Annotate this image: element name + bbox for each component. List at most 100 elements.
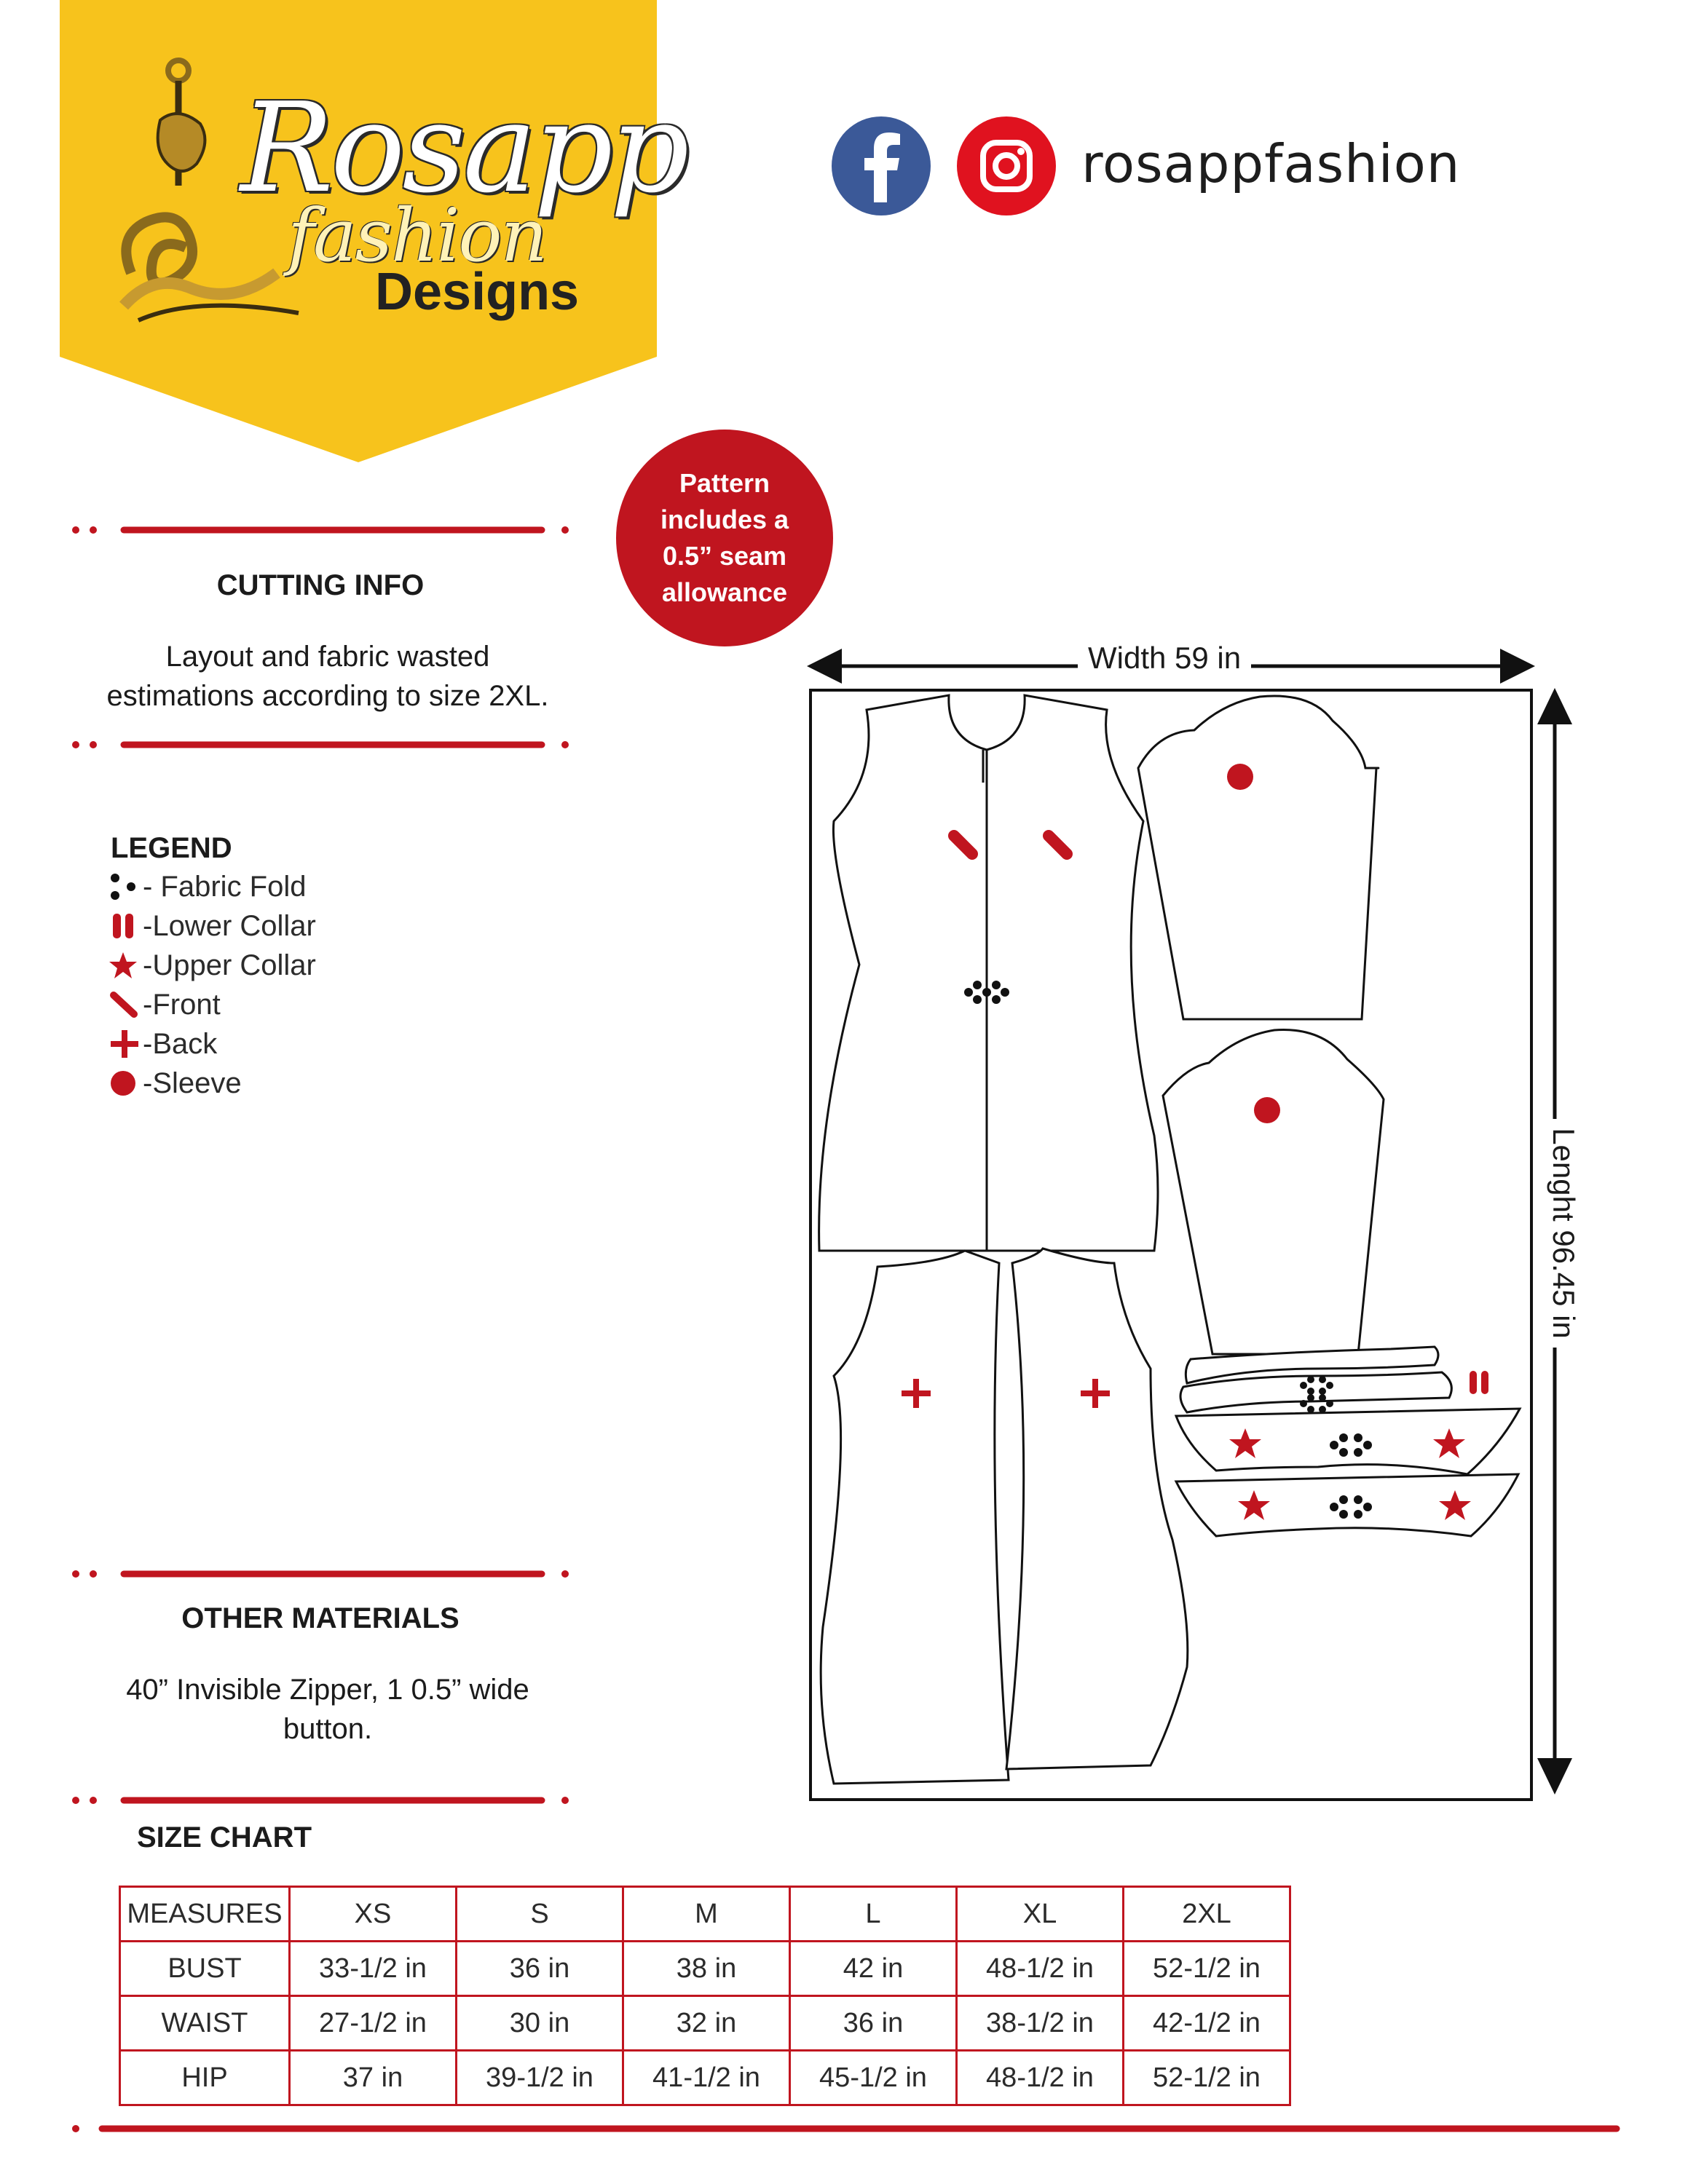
lower-collar-piece — [1179, 1371, 1453, 1414]
other-materials-text: 40” Invisible Zipper, 1 0.5” wide button… — [80, 1670, 575, 1749]
legend-item: -Upper Collar — [109, 946, 316, 984]
table-row: HIP 37 in 39-1/2 in 41-1/2 in 45-1/2 in … — [119, 2049, 1291, 2106]
back-mark — [1081, 1379, 1110, 1408]
front-icon — [110, 992, 138, 1018]
cutting-info-line: Layout and fabric wasted — [165, 641, 490, 673]
legend-item: -Lower Collar — [109, 907, 316, 945]
fabric-outline — [809, 689, 1533, 1801]
cutting-layout-diagram — [809, 689, 1533, 1801]
other-materials-line: button. — [283, 1713, 373, 1745]
table-header: L — [789, 1886, 958, 1942]
table-cell: 48-1/2 in — [955, 2049, 1124, 2106]
table-cell: 37 in — [288, 2049, 457, 2106]
other-materials-line: 40” Invisible Zipper, 1 0.5” wide — [126, 1674, 529, 1706]
front-piece — [818, 694, 1159, 1252]
legend-label: -Upper Collar — [143, 949, 316, 981]
table-cell: 33-1/2 in — [288, 1940, 457, 1997]
table-header: XL — [955, 1886, 1124, 1942]
table-cell: BUST — [119, 1940, 291, 1997]
table-header: MEASURES — [119, 1886, 291, 1942]
table-cell: 27-1/2 in — [288, 1995, 457, 2052]
table-row: BUST 33-1/2 in 36 in 38 in 42 in 48-1/2 … — [119, 1940, 1291, 1997]
logo-banner — [60, 0, 657, 462]
table-cell: 48-1/2 in — [955, 1940, 1124, 1997]
fabric-fold-mark — [964, 981, 1009, 1004]
badge-line: 0.5” seam — [662, 541, 787, 571]
divider — [72, 1570, 569, 1578]
legend-item: -Front — [109, 986, 221, 1024]
sleeve-mark — [1227, 764, 1253, 790]
table-header: M — [622, 1886, 791, 1942]
back-piece — [1005, 1247, 1189, 1770]
logo-text-designs: Designs — [375, 263, 580, 321]
width-label: Width 59 in — [1078, 641, 1252, 676]
table-header: 2XL — [1122, 1886, 1291, 1942]
badge-line: includes a — [660, 505, 789, 534]
legend-title: LEGEND — [111, 832, 232, 864]
legend-item: -Sleeve — [109, 1064, 242, 1102]
instagram-icon[interactable] — [957, 116, 1056, 215]
legend-label: -Sleeve — [143, 1067, 242, 1099]
table-cell: 52-1/2 in — [1122, 1940, 1291, 1997]
facebook-icon[interactable] — [832, 116, 931, 215]
front-mark — [1043, 830, 1073, 860]
social-handle[interactable]: rosappfashion — [1081, 133, 1461, 194]
fabric-fold-icon — [111, 874, 135, 900]
table-cell: 38 in — [622, 1940, 791, 1997]
seam-allowance-badge: Pattern includes a 0.5” seam allowance — [616, 430, 833, 646]
front-mark — [948, 830, 978, 860]
table-row: WAIST 27-1/2 in 30 in 32 in 36 in 38-1/2… — [119, 1995, 1291, 2052]
size-chart-table: MEASURES XS S M L XL 2XL BUST 33-1/2 in … — [119, 1886, 1291, 2106]
legend-label: - Fabric Fold — [143, 870, 307, 903]
legend-label: -Back — [143, 1027, 218, 1060]
lower-collar-mark — [1470, 1371, 1488, 1394]
badge-line: Pattern — [679, 468, 770, 498]
upper-collar-icon — [109, 952, 137, 978]
upper-collar-mark — [1238, 1490, 1270, 1520]
fabric-fold-mark — [1300, 1376, 1372, 1519]
sleeve-piece — [1137, 695, 1380, 1021]
sleeve-piece — [1162, 1029, 1385, 1356]
length-label: Lenght 96.45 in — [1546, 1119, 1581, 1348]
size-chart-title: SIZE CHART — [137, 1821, 312, 1853]
cutting-info-title: CUTTING INFO — [216, 569, 425, 601]
logo-text-rosapp: Rosapp — [240, 76, 690, 221]
upper-collar-mark — [1229, 1428, 1261, 1458]
other-materials-title: OTHER MATERIALS — [181, 1602, 460, 1634]
sleeve-icon — [111, 1071, 135, 1096]
lower-collar-piece — [1184, 1345, 1440, 1385]
back-piece — [819, 1249, 1010, 1785]
logo-text-fashion: fashion — [288, 193, 548, 278]
cutting-info-line: estimations according to size 2XL. — [106, 680, 549, 712]
upper-collar-mark — [1433, 1428, 1465, 1458]
table-cell: 32 in — [622, 1995, 791, 2052]
table-cell: 42 in — [789, 1940, 958, 1997]
upper-collar-piece — [1174, 1473, 1521, 1538]
table-cell: 30 in — [455, 1995, 624, 2052]
lower-collar-icon — [113, 914, 133, 938]
table-cell: 52-1/2 in — [1122, 2049, 1291, 2106]
cutting-info-text: Layout and fabric wasted estimations acc… — [66, 637, 590, 716]
legend-item: - Fabric Fold — [109, 868, 307, 906]
back-mark — [902, 1379, 931, 1408]
divider — [72, 526, 569, 534]
table-cell: 41-1/2 in — [622, 2049, 791, 2106]
upper-collar-mark — [1439, 1490, 1471, 1520]
legend-item: -Back — [109, 1025, 217, 1063]
table-cell: HIP — [119, 2049, 291, 2106]
logo-banner-shape — [60, 0, 657, 462]
legend-label: -Front — [143, 988, 221, 1021]
back-icon — [111, 1030, 138, 1058]
table-cell: 38-1/2 in — [955, 1995, 1124, 2052]
legend-label: -Lower Collar — [143, 909, 316, 942]
divider — [72, 1797, 569, 1804]
table-cell: 45-1/2 in — [789, 2049, 958, 2106]
divider — [72, 2125, 1620, 2132]
table-header: S — [455, 1886, 624, 1942]
table-cell: 36 in — [789, 1995, 958, 2052]
table-header: XS — [288, 1886, 457, 1942]
table-cell: 39-1/2 in — [455, 2049, 624, 2106]
table-cell: WAIST — [119, 1995, 291, 2052]
badge-line: allowance — [661, 577, 788, 607]
divider — [72, 741, 569, 748]
